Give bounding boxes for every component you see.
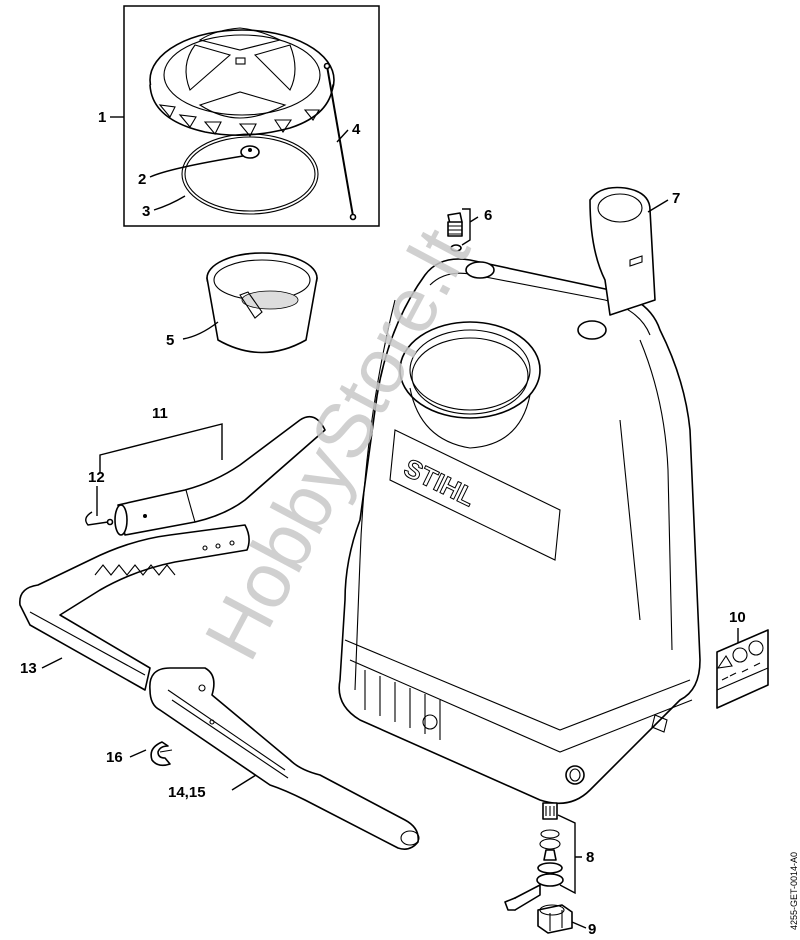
callout-13[interactable]: 13: [20, 660, 37, 677]
callout-8[interactable]: 8: [586, 849, 594, 866]
pump-lever[interactable]: [19, 524, 250, 691]
retaining-cord[interactable]: [323, 62, 357, 221]
callout-16[interactable]: 16: [106, 749, 123, 766]
union-nut[interactable]: [537, 904, 573, 934]
callout-1[interactable]: 1: [98, 109, 106, 126]
kit-frame: [123, 5, 380, 227]
hand-lever-grip[interactable]: [114, 415, 326, 536]
tank-cap[interactable]: [149, 27, 335, 137]
fitting-with-washer[interactable]: [447, 212, 463, 252]
warning-label[interactable]: [716, 629, 769, 709]
spray-tube-holder[interactable]: [589, 186, 656, 316]
filter-basket[interactable]: [206, 252, 318, 354]
valve[interactable]: [240, 145, 260, 159]
spring-clip[interactable]: [85, 511, 114, 526]
callout-12[interactable]: 12: [88, 469, 105, 486]
callout-14-15[interactable]: 14,15: [168, 784, 206, 801]
lever-extension[interactable]: [149, 667, 420, 850]
callout-9[interactable]: 9: [588, 921, 596, 938]
callout-5[interactable]: 5: [166, 332, 174, 349]
callout-4[interactable]: 4: [352, 121, 361, 138]
sprayer-tank[interactable]: STIHL: [338, 258, 701, 805]
callout-2[interactable]: 2: [138, 171, 146, 188]
callout-6[interactable]: 6: [484, 207, 492, 224]
callout-3[interactable]: 3: [142, 203, 150, 220]
o-ring[interactable]: [181, 133, 319, 215]
retaining-clip[interactable]: [150, 741, 173, 767]
callout-7[interactable]: 7: [672, 190, 680, 207]
document-id: 4255-GET-0014-A0: [789, 852, 799, 930]
callout-10[interactable]: 10: [729, 609, 746, 626]
callout-11[interactable]: 11: [152, 405, 168, 422]
valve-assembly[interactable]: [504, 802, 564, 911]
